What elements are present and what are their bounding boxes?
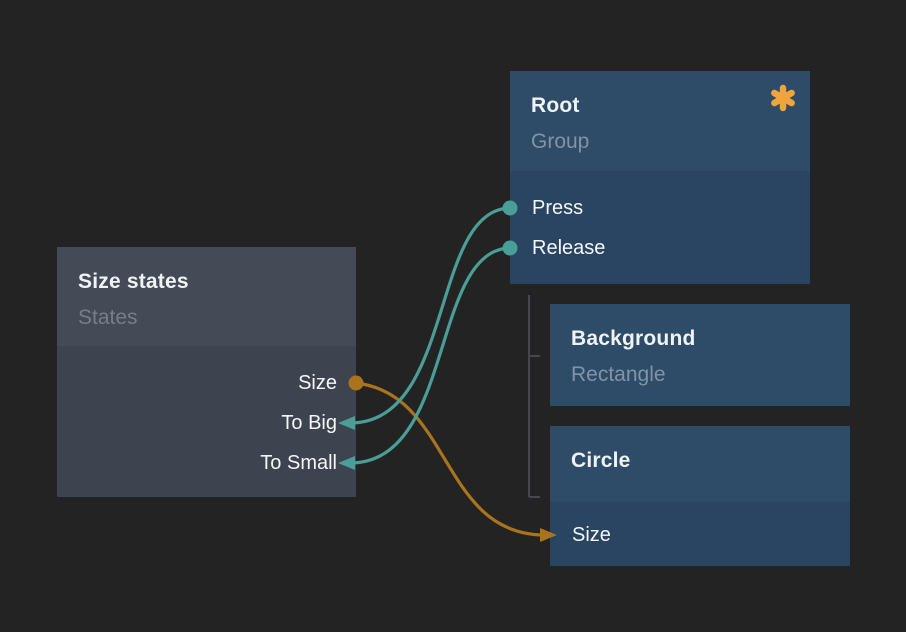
node-root-header: Root Group bbox=[510, 71, 810, 171]
port-to-small-input[interactable]: To Small bbox=[260, 452, 337, 474]
node-size-states-header: Size states States bbox=[57, 247, 356, 346]
edge-size-to-circle[interactable] bbox=[355, 381, 546, 537]
port-size-output[interactable]: Size bbox=[298, 372, 337, 394]
node-circle-header: Circle bbox=[550, 426, 850, 502]
node-circle[interactable]: Circle Size bbox=[550, 426, 850, 566]
edge-release-to-tosmall[interactable] bbox=[349, 246, 511, 465]
node-title: Root bbox=[531, 94, 580, 117]
port-release-output[interactable]: Release bbox=[532, 237, 606, 259]
port-size-input[interactable]: Size bbox=[572, 524, 611, 546]
node-title: Background bbox=[571, 327, 696, 350]
node-subtitle: States bbox=[78, 306, 138, 329]
asterisk-icon bbox=[768, 83, 798, 113]
node-root[interactable]: Root Group Press Release bbox=[510, 71, 810, 284]
node-subtitle: Group bbox=[531, 130, 590, 153]
node-title: Circle bbox=[571, 449, 631, 472]
port-press-output[interactable]: Press bbox=[532, 197, 584, 219]
node-background[interactable]: Background Rectangle bbox=[550, 304, 850, 406]
hierarchy-connector-line bbox=[528, 295, 540, 498]
port-to-big-input[interactable]: To Big bbox=[281, 412, 337, 434]
node-title: Size states bbox=[78, 270, 189, 293]
node-subtitle: Rectangle bbox=[571, 363, 666, 386]
edge-press-to-tobig[interactable] bbox=[349, 206, 511, 425]
node-background-header: Background Rectangle bbox=[550, 304, 850, 406]
node-size-states[interactable]: Size states States Size To Big To Small bbox=[57, 247, 356, 497]
